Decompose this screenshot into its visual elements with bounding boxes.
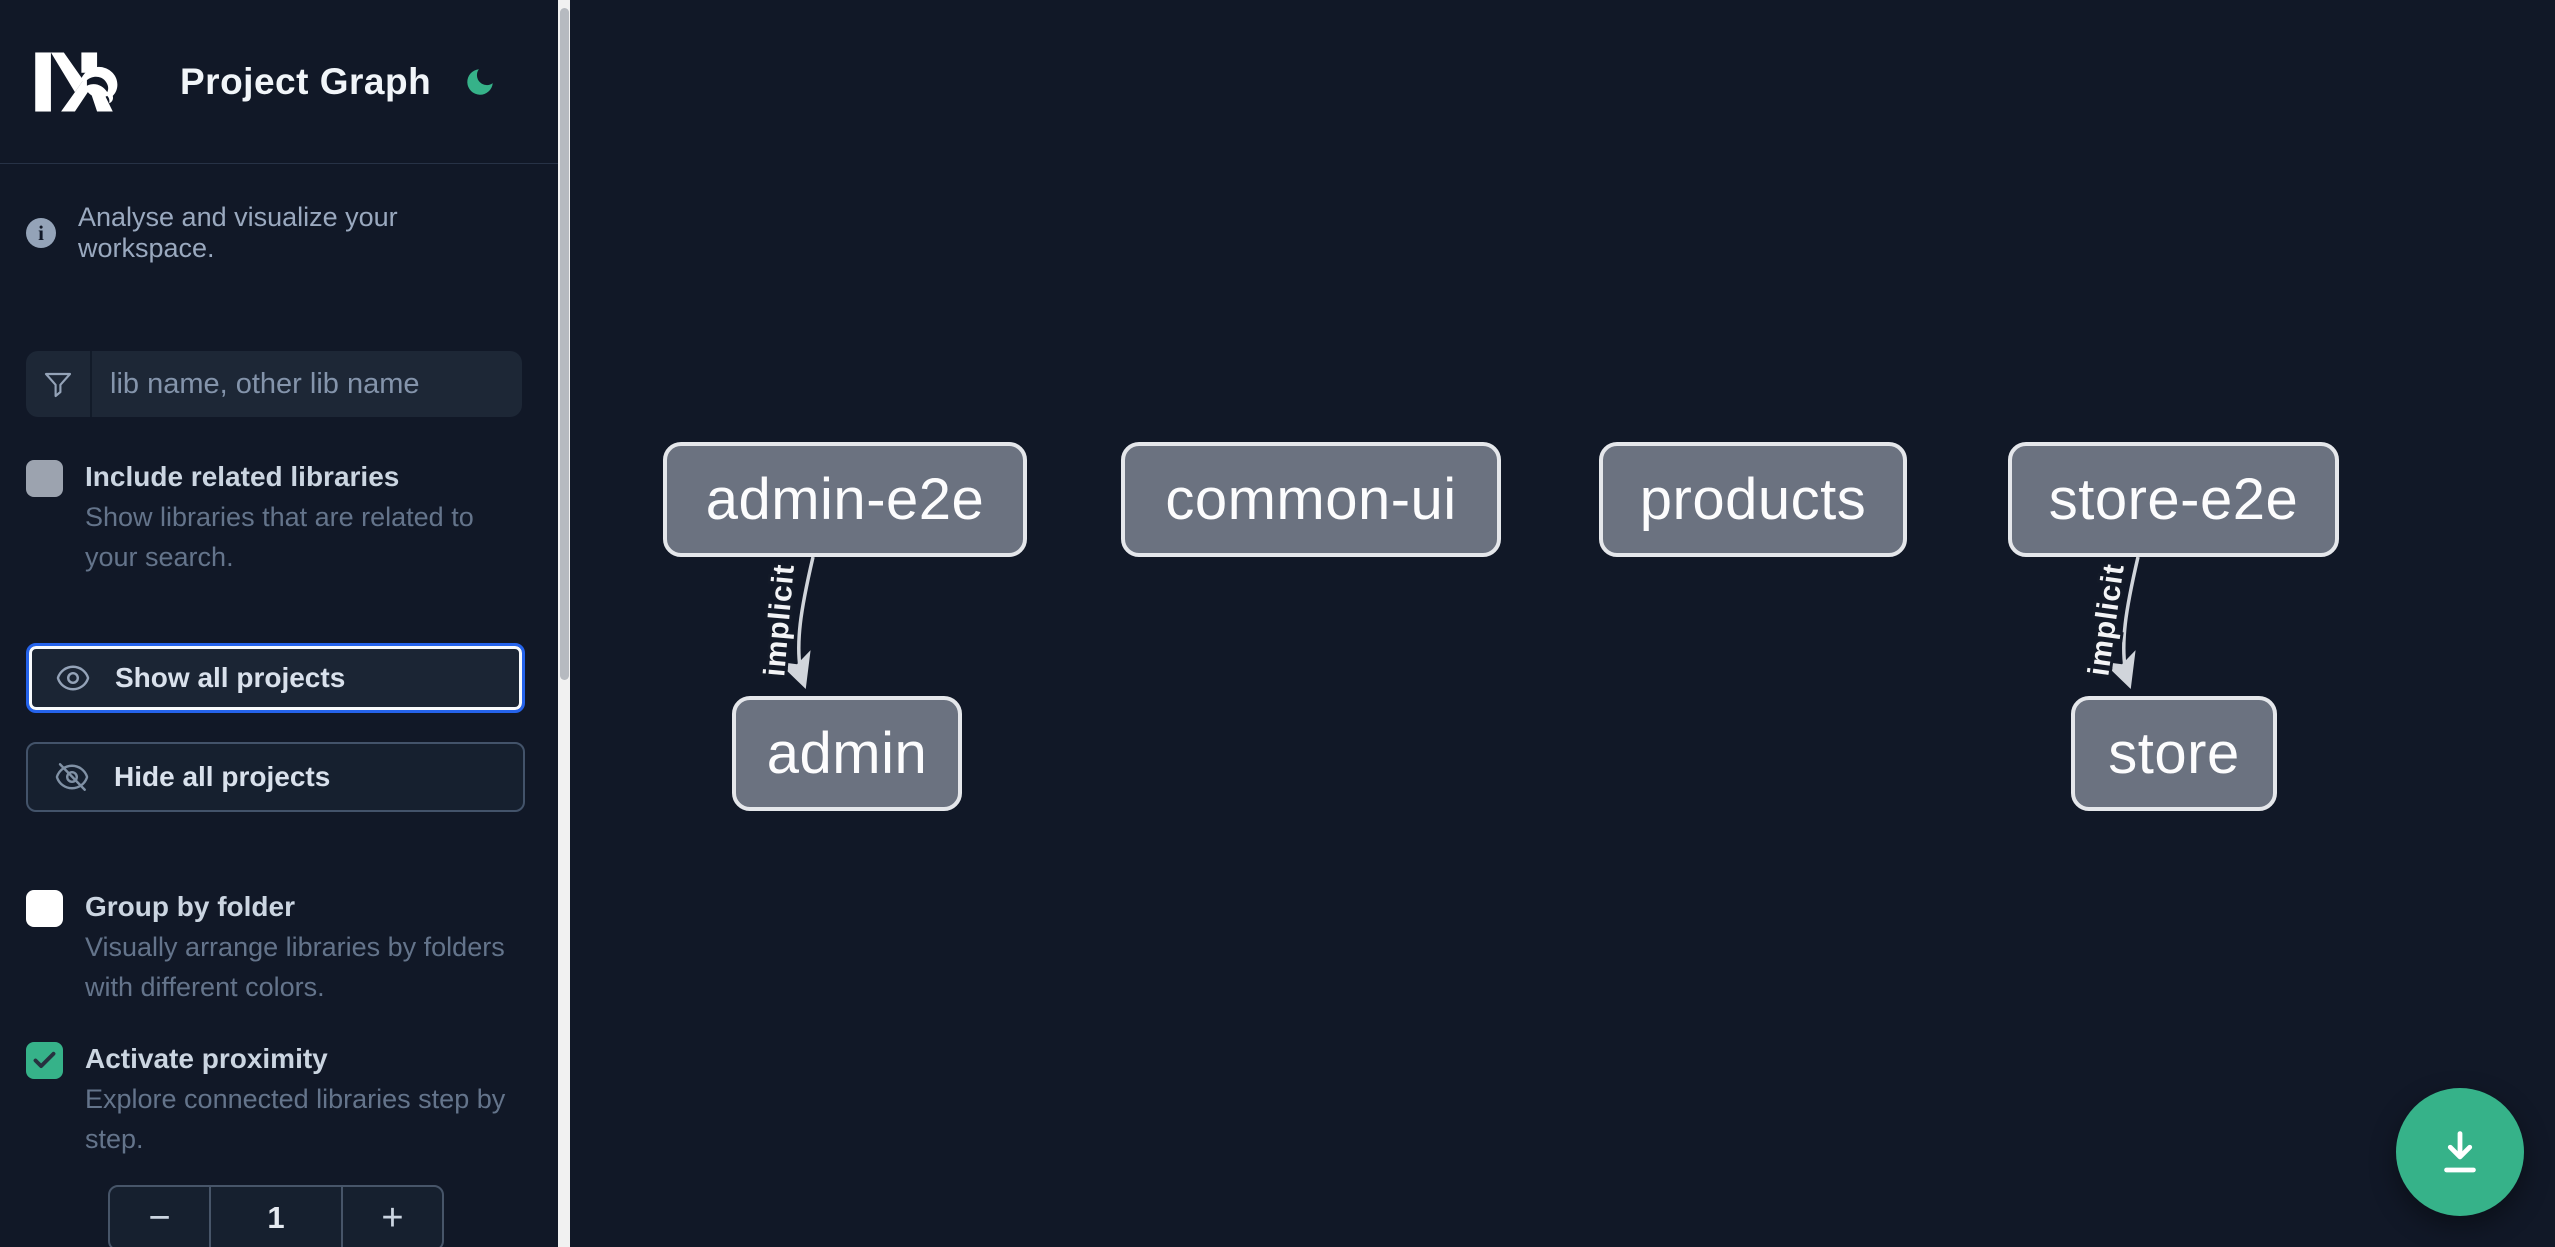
proximity-depth-value: 1 [209, 1187, 343, 1247]
hide-all-projects-label: Hide all projects [114, 761, 331, 792]
sidebar-content: Project Graph i Analyse and visualize yo… [0, 0, 558, 1247]
option-label: Group by folder [85, 891, 295, 922]
option-description: Explore connected libraries step by step… [85, 1084, 506, 1154]
sidebar: Project Graph i Analyse and visualize yo… [0, 0, 570, 1247]
dark-mode-toggle[interactable] [458, 60, 502, 104]
graph-node-store[interactable]: store [2071, 696, 2277, 811]
option-activate-proximity: Activate proximity Explore connected lib… [26, 1039, 531, 1159]
sidebar-scrollbar-thumb[interactable] [559, 8, 569, 680]
info-row: i Analyse and visualize your workspace. [26, 202, 532, 264]
edge-store-e2e-store[interactable] [2102, 556, 2140, 689]
edge-label-admin-e2e-admin: implicit [758, 562, 801, 677]
check-icon [33, 1051, 56, 1069]
info-icon: i [26, 218, 56, 248]
include-related-checkbox[interactable] [26, 460, 63, 497]
sidebar-scrollbar-track[interactable] [558, 0, 570, 1247]
graph-node-common-ui[interactable]: common-ui [1121, 442, 1501, 557]
option-label: Include related libraries [85, 461, 400, 492]
search-box [26, 351, 522, 417]
option-text: Activate proximity Explore connected lib… [85, 1039, 517, 1159]
sidebar-header: Project Graph [0, 0, 558, 164]
nx-logo [35, 51, 118, 112]
eye-icon [56, 665, 90, 691]
group-by-folder-checkbox[interactable] [26, 890, 63, 927]
info-text: Analyse and visualize your workspace. [78, 202, 398, 263]
show-all-projects-label: Show all projects [115, 662, 346, 693]
activate-proximity-checkbox[interactable] [26, 1042, 63, 1079]
graph-node-admin[interactable]: admin [732, 696, 962, 811]
eye-off-icon [55, 763, 89, 791]
option-text: Include related libraries Show libraries… [85, 457, 517, 577]
edge-admin-e2e-admin[interactable] [777, 556, 815, 689]
decrement-button[interactable]: − [110, 1187, 209, 1247]
option-text: Group by folder Visually arrange librari… [85, 887, 517, 1007]
filter-funnel-icon [26, 351, 92, 417]
proximity-depth-stepper: − 1 + [108, 1185, 444, 1247]
graph-node-admin-e2e[interactable]: admin-e2e [663, 442, 1027, 557]
increment-button[interactable]: + [343, 1187, 442, 1247]
option-description: Visually arrange libraries by folders wi… [85, 932, 505, 1002]
hide-all-projects-button[interactable]: Hide all projects [26, 742, 525, 812]
show-all-projects-button[interactable]: Show all projects [26, 643, 525, 713]
option-group-by-folder: Group by folder Visually arrange librari… [26, 887, 531, 1007]
option-label: Activate proximity [85, 1043, 328, 1074]
download-graph-button[interactable] [2396, 1088, 2524, 1216]
graph-node-store-e2e[interactable]: store-e2e [2008, 442, 2339, 557]
moon-icon [467, 68, 493, 95]
graph-node-products[interactable]: products [1599, 442, 1907, 557]
search-input[interactable] [92, 351, 522, 417]
page-title: Project Graph [180, 60, 432, 102]
option-description: Show libraries that are related to your … [85, 502, 474, 572]
download-icon [2444, 1131, 2476, 1173]
option-include-related: Include related libraries Show libraries… [26, 457, 531, 577]
